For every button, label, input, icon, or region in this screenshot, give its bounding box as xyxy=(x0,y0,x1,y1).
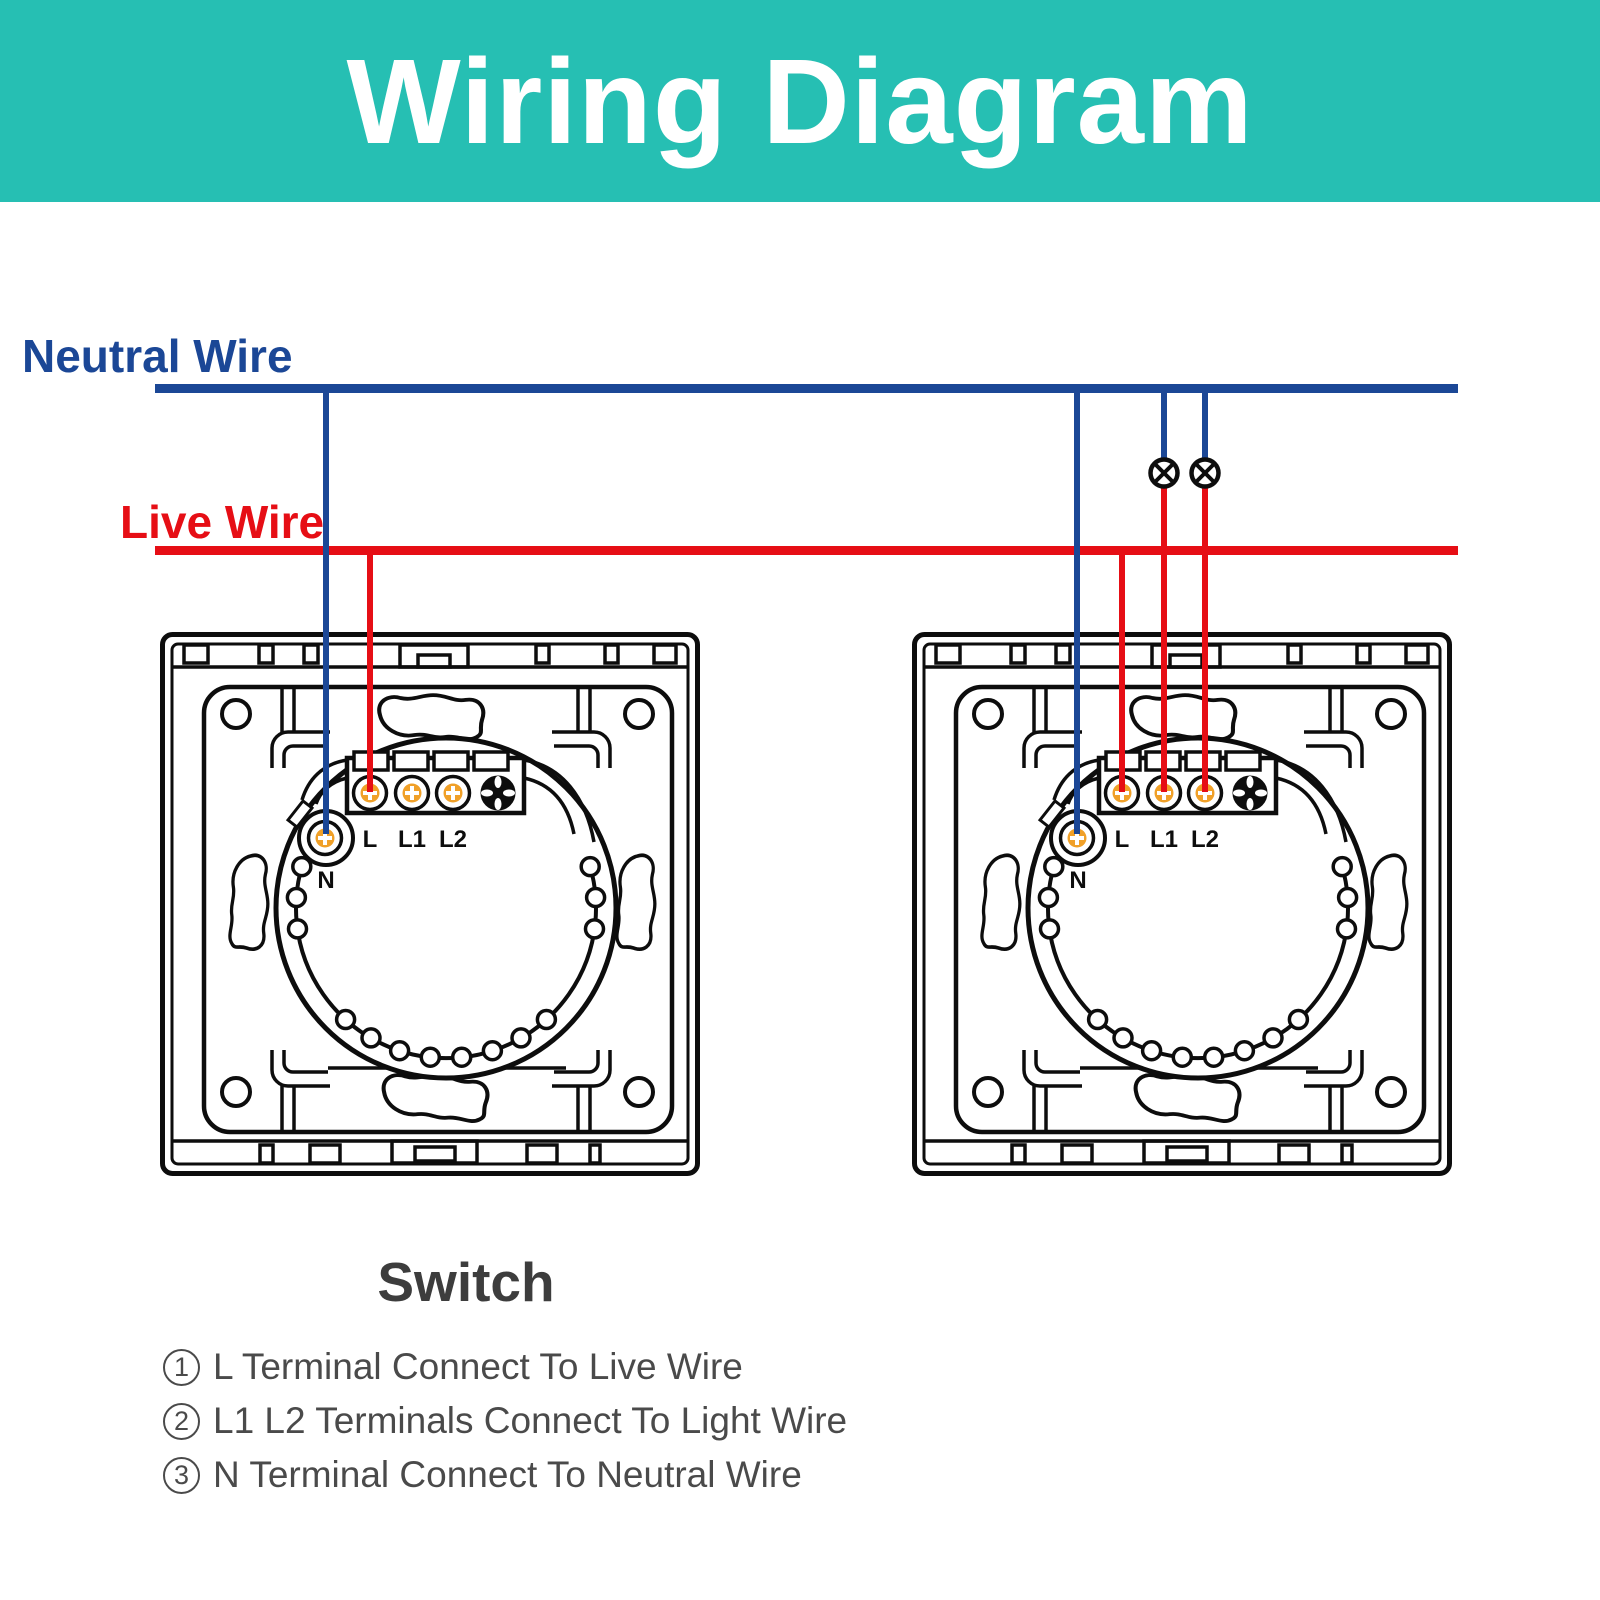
legend: 1 L Terminal Connect To Live Wire 2 L1 L… xyxy=(163,1340,847,1502)
neutral-wire-line xyxy=(155,384,1458,393)
legend-item-l1-l2-terminals: 2 L1 L2 Terminals Connect To Light Wire xyxy=(163,1394,847,1448)
switch-back-right xyxy=(915,635,1450,1174)
live-drop-wires xyxy=(367,486,1208,792)
circled-number-1: 1 xyxy=(163,1348,200,1386)
circled-number-2: 2 xyxy=(163,1402,200,1440)
live-wire-label: Live Wire xyxy=(120,496,324,548)
neutral-drop-wires xyxy=(323,388,1208,834)
legend-text: L1 L2 Terminals Connect To Light Wire xyxy=(213,1400,848,1441)
lamp-icons xyxy=(1148,457,1221,489)
switch-back-left xyxy=(163,635,698,1174)
switch-caption: Switch xyxy=(377,1251,555,1313)
legend-item-n-terminal: 3 N Terminal Connect To Neutral Wire xyxy=(163,1448,847,1502)
live-wire-line xyxy=(155,546,1458,555)
circled-number-3: 3 xyxy=(163,1456,200,1494)
neutral-wire-label: Neutral Wire xyxy=(22,330,293,382)
legend-text: L Terminal Connect To Live Wire xyxy=(213,1346,743,1387)
lamp-icon xyxy=(1189,457,1221,489)
header-banner: Wiring Diagram xyxy=(0,0,1600,202)
lamp-icon xyxy=(1148,457,1180,489)
legend-item-l-terminal: 1 L Terminal Connect To Live Wire xyxy=(163,1340,847,1394)
page-title: Wiring Diagram xyxy=(346,32,1254,169)
legend-text: N Terminal Connect To Neutral Wire xyxy=(213,1454,802,1495)
